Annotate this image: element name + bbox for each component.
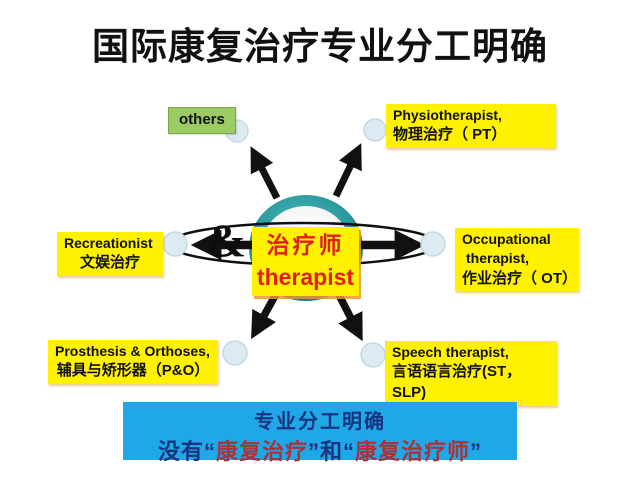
banner-seg2: 康复治疗 [215, 439, 308, 464]
label-occupational: Occupational therapist, 作业治疗（ OT） [455, 228, 579, 292]
slide-title: 国际康复治疗专业分工明确 [92, 27, 548, 68]
speech-line2: 言语语言治疗(ST，SLP) [392, 363, 522, 401]
prosthesis-line2: 辅具与矫形器（P&O） [56, 362, 210, 380]
physiotherapist-line1: Physiotherapist, [393, 107, 502, 123]
label-physiotherapist: Physiotherapist, 物理治疗（ PT） [386, 104, 556, 148]
banner-seg4: 康复治疗师 [355, 439, 471, 464]
occupational-line2: therapist, [466, 250, 530, 267]
recreationist-line2: 文娱治疗 [79, 254, 140, 272]
occupational-line1: Occupational [462, 231, 551, 247]
recreationist-line1: Recreationist [64, 235, 153, 251]
arrow-down-left [251, 292, 280, 340]
banner-seg3: ”和“ [308, 439, 356, 464]
arrow-up-left [250, 146, 281, 200]
physiotherapist-line2: 物理治疗（ PT） [393, 126, 507, 144]
ampersand-symbol: & [207, 215, 247, 267]
node-dot-recreationist [162, 231, 188, 257]
node-dot-speech [360, 342, 386, 368]
node-dot-physiotherapist [363, 118, 387, 142]
occupational-line3: 作业治疗（ OT） [462, 269, 577, 287]
arrow-down-right [335, 293, 363, 342]
others-text: others [179, 111, 225, 128]
arrow-up-right [332, 143, 362, 198]
label-speech: Speech therapist, 言语语言治疗(ST，SLP) [385, 341, 557, 406]
center-line2: therapist [256, 263, 355, 290]
center-line1: 治疗师 [266, 232, 345, 258]
banner-line2: 没有“康复治疗”和“康复治疗师” [123, 434, 517, 466]
label-center-therapist: 治疗师 therapist [252, 227, 359, 297]
node-dot-occupational [420, 231, 446, 257]
banner-seg5: ” [470, 439, 483, 464]
prosthesis-line1: Prosthesis & Orthoses, [55, 343, 210, 359]
speech-line1: Speech therapist, [392, 344, 509, 360]
bottom-banner: 专业分工明确 没有“康复治疗”和“康复治疗师” [123, 402, 517, 464]
node-dot-prosthesis [222, 340, 248, 366]
label-prosthesis: Prosthesis & Orthoses, 辅具与矫形器（P&O） [48, 340, 218, 384]
banner-line1: 专业分工明确 [254, 411, 386, 433]
label-recreationist: Recreationist 文娱治疗 [57, 232, 163, 276]
label-others: others [168, 107, 236, 134]
banner-seg1: 没有“ [157, 439, 216, 464]
